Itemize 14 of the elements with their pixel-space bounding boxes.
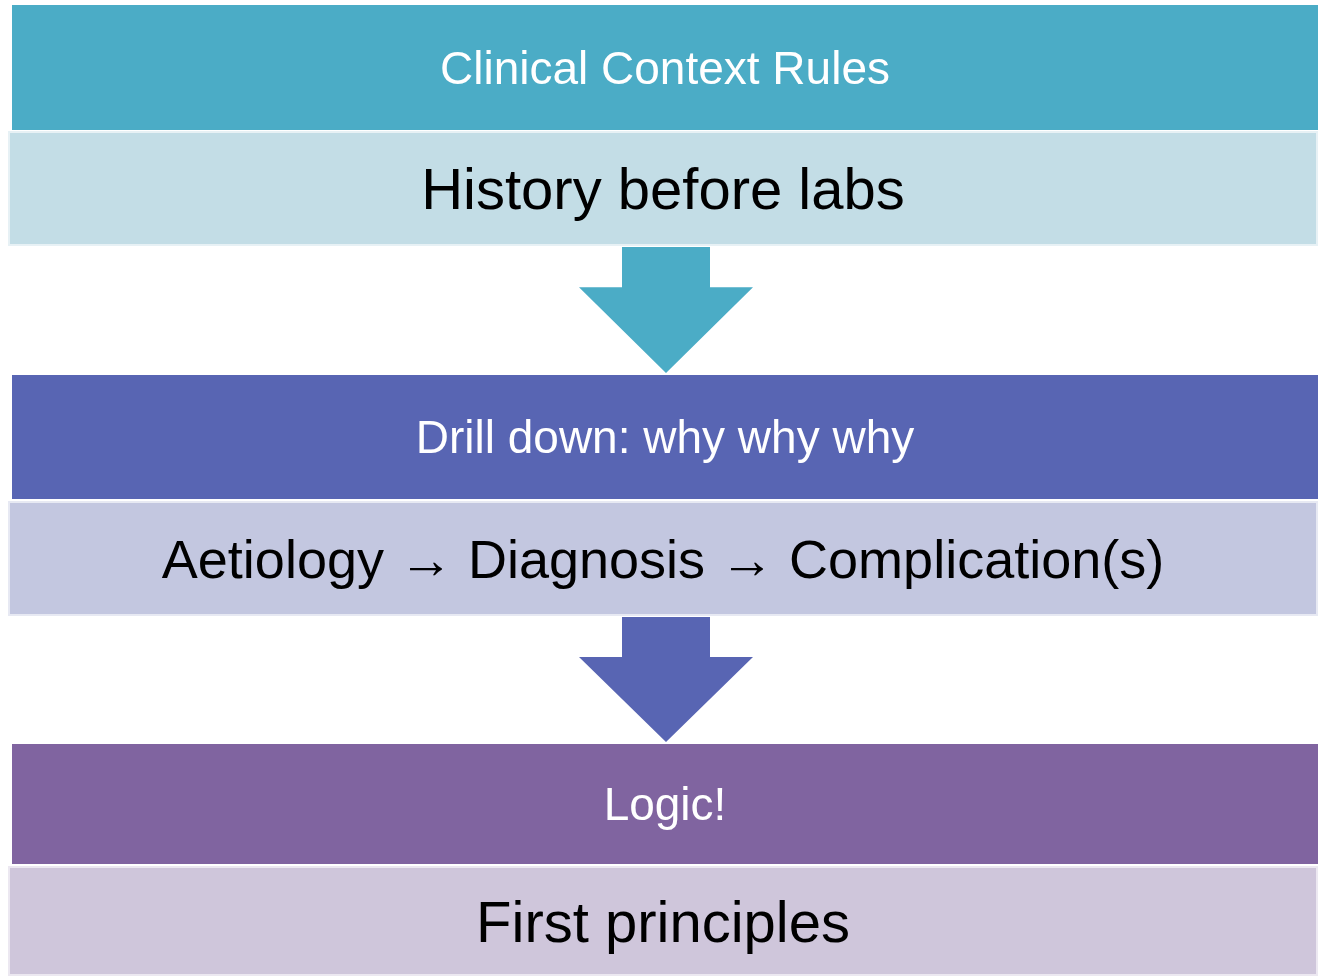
box-label: Logic! [603, 777, 727, 831]
header-band [12, 375, 1318, 499]
box-label: First principles [476, 887, 850, 955]
box-label: Clinical Context Rules [440, 40, 890, 95]
content-box [8, 131, 1318, 246]
content-box [8, 866, 1318, 976]
box-label: History before labs [421, 155, 905, 222]
block-arrow [579, 247, 753, 373]
header-band [12, 5, 1318, 130]
content-box [8, 501, 1318, 616]
box-label: Aetiology → Diagnosis → Complication(s) [161, 527, 1165, 590]
box-label: Drill down: why why why [415, 410, 915, 464]
header-band [12, 744, 1318, 864]
block-arrow [579, 617, 753, 742]
